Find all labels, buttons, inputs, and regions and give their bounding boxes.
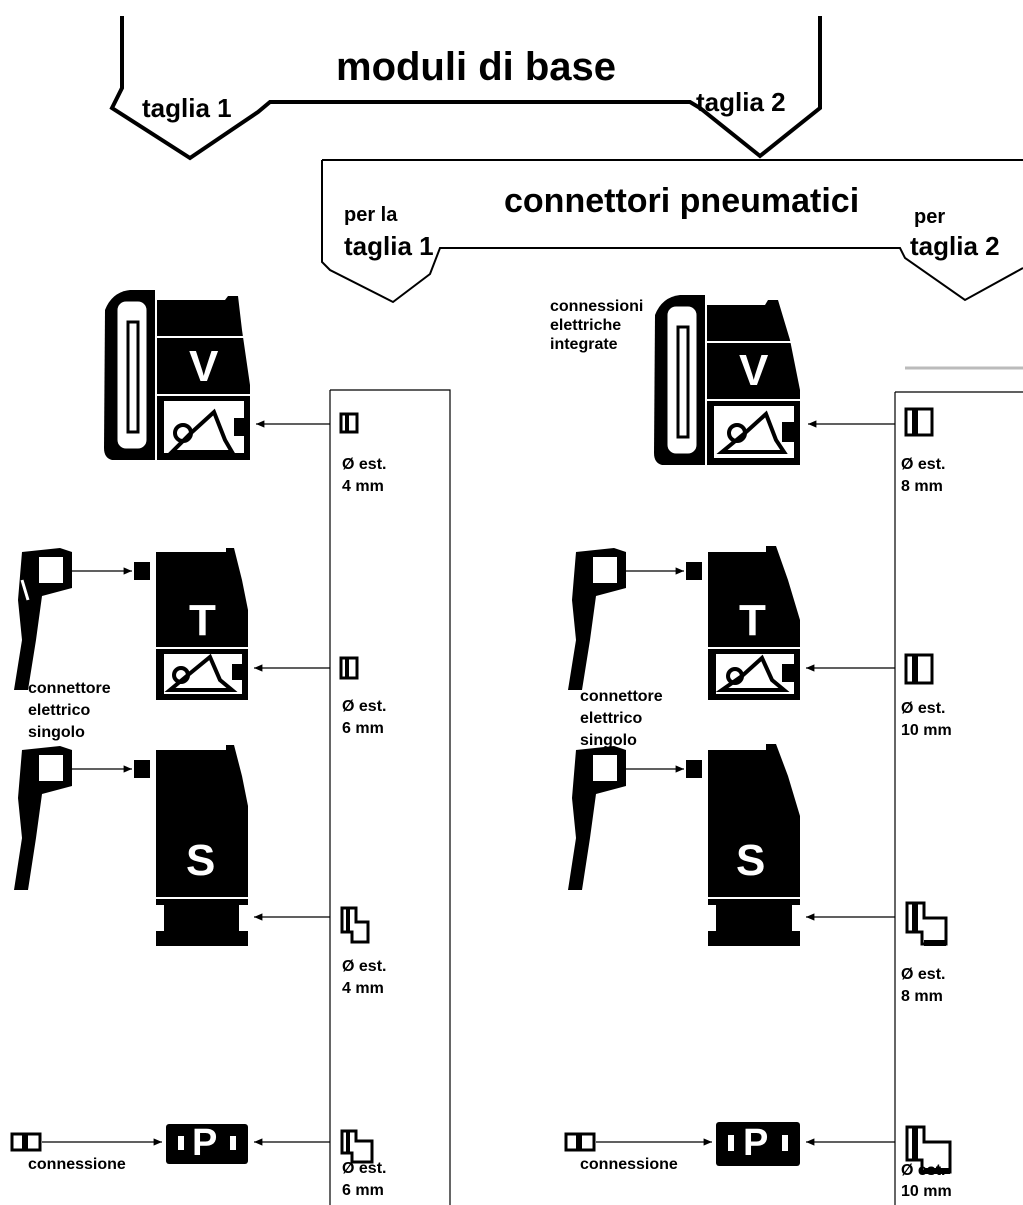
fitting-dim-value: 6 mm <box>342 1182 384 1199</box>
connection-piece-size2 <box>564 1132 596 1152</box>
size1-fitting-column <box>329 389 451 1205</box>
fitting-dim-label: Ø est. <box>342 698 387 715</box>
pneumatic-title: connettori pneumatici <box>504 182 860 220</box>
fitting-dim-value: 10 mm <box>901 722 952 739</box>
note-single-connector-line3: singolo <box>580 732 637 749</box>
note-integrated-line3: integrate <box>550 336 618 353</box>
note-integrated-line1: connessioni <box>550 298 644 315</box>
module-s-size2 <box>686 744 800 946</box>
fitting-elbow-10mm <box>905 1125 952 1174</box>
pneumatic-right-tag: taglia 2 <box>910 231 1000 261</box>
electric-connector-size2-t <box>568 548 626 690</box>
fitting-dim-value: 6 mm <box>342 720 384 737</box>
module-s-letter: S <box>736 836 766 885</box>
electric-connector-size2-s <box>568 746 626 890</box>
connection-piece-size1 <box>10 1132 42 1152</box>
fitting-dim-value: 8 mm <box>901 478 943 495</box>
note-connection: connessione <box>580 1156 678 1173</box>
base-right-tag: taglia 2 <box>696 87 786 117</box>
module-v-letter: V <box>739 346 769 395</box>
fitting-dim-value: 4 mm <box>342 478 384 495</box>
module-v-letter: V <box>189 342 219 391</box>
fitting-dim-label: Ø est. <box>901 1162 946 1179</box>
fitting-dim-value: 8 mm <box>901 988 943 1005</box>
note-single-connector-line1: connettore <box>28 680 111 697</box>
note-connection: connessione <box>28 1156 126 1173</box>
fitting-dim-label: Ø est. <box>901 700 946 717</box>
pneumatic-left-pre: per la <box>344 204 398 226</box>
fitting-straight-8mm <box>904 407 934 437</box>
electric-connector-size1-t <box>14 548 72 690</box>
electric-connector-size1-s <box>14 746 72 890</box>
fitting-elbow-8mm <box>905 901 948 946</box>
fitting-elbow-4mm <box>340 906 370 944</box>
fitting-straight-10mm <box>904 653 934 685</box>
module-p-letter: P <box>192 1122 218 1164</box>
base-modules-title: moduli di base <box>336 45 617 89</box>
fitting-dim-label: Ø est. <box>901 456 946 473</box>
module-s-size1 <box>134 745 248 946</box>
note-single-connector-line3: singolo <box>28 724 85 741</box>
module-t-size2 <box>686 546 800 700</box>
module-t-letter: T <box>739 596 766 645</box>
module-t-size1 <box>134 548 248 700</box>
module-p-size1 <box>166 1124 248 1164</box>
fitting-dim-label: Ø est. <box>342 1160 387 1177</box>
base-modules-bracket <box>109 16 822 161</box>
pneumatic-right-pre: per <box>914 206 946 228</box>
fitting-straight-6mm <box>339 656 359 680</box>
pneumatic-connectors-bracket <box>321 159 1023 304</box>
module-s-letter: S <box>186 836 216 885</box>
fitting-dim-label: Ø est. <box>342 456 387 473</box>
pneumatic-left-tag: taglia 1 <box>344 231 434 261</box>
fitting-dim-value: 10 mm <box>901 1183 952 1200</box>
module-t-letter: T <box>189 596 216 645</box>
fitting-dim-label: Ø est. <box>342 958 387 975</box>
note-single-connector-line2: elettrico <box>580 710 643 727</box>
fitting-elbow-6mm <box>340 1129 374 1164</box>
module-p-letter: P <box>743 1122 769 1164</box>
fitting-dim-label: Ø est. <box>901 966 946 983</box>
module-p-size2 <box>716 1122 800 1166</box>
module-v-size2 <box>654 295 800 465</box>
note-integrated-line2: elettriche <box>550 317 622 334</box>
fitting-dim-value: 4 mm <box>342 980 384 997</box>
fitting-straight-4mm <box>339 412 359 434</box>
base-left-tag: taglia 1 <box>142 93 232 123</box>
note-single-connector-line1: connettore <box>580 688 663 705</box>
note-single-connector-line2: elettrico <box>28 702 91 719</box>
module-v-size1 <box>104 290 250 460</box>
size2-fitting-column <box>894 391 1023 1205</box>
